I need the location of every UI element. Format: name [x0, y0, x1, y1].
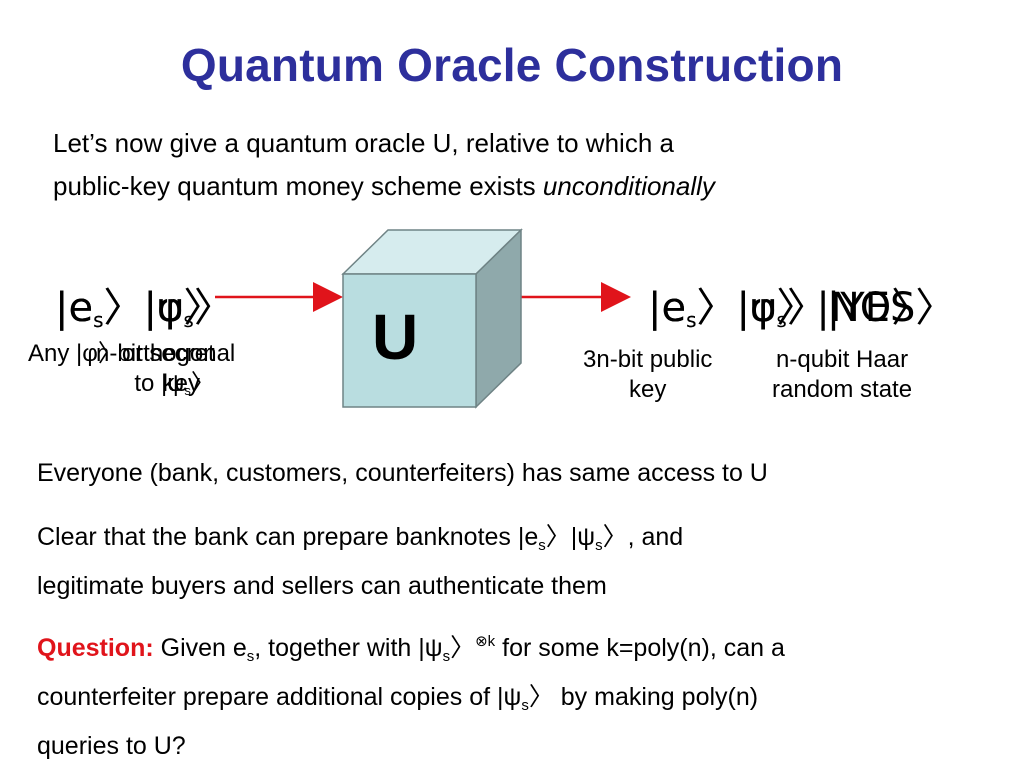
- intro-line-1: Let’s now give a quantum oracle U, relat…: [53, 128, 674, 158]
- text: 〉 by making poly(n): [528, 683, 759, 711]
- caption-line: 3n-bit public: [583, 346, 713, 373]
- ket-text: 〉|YES〉: [786, 285, 956, 331]
- caption-text: to |ψ: [134, 370, 185, 397]
- question-line-1: Question: Given es, together with |ψs〉⊗k…: [37, 622, 997, 677]
- ket-text: |e: [55, 285, 94, 331]
- input-ket: |es〉|ψs〉 |es〉|φ〉: [55, 275, 234, 333]
- output-ket: |es〉|ψs〉|YES〉 |es〉|φ〉|NO〉: [648, 275, 955, 333]
- ket-text: 〉|ψ: [103, 285, 184, 331]
- intro-line-2-text: public-key quantum money scheme exists: [53, 171, 543, 201]
- text: , together with |ψ: [254, 634, 443, 662]
- sub: s: [442, 648, 451, 665]
- ket-sub: s: [93, 308, 104, 332]
- text: for some k=poly(n), can a: [495, 634, 785, 662]
- text: 〉, and: [602, 523, 684, 551]
- output-caption-public-key: 3n-bit public key: [583, 345, 712, 405]
- ket-text: |e: [55, 285, 94, 331]
- caption-line: random state: [772, 376, 913, 403]
- slide-title: Quantum Oracle Construction: [180, 39, 844, 91]
- ket-text: 〉: [193, 285, 234, 331]
- question-label: Question:: [37, 634, 154, 662]
- input-caption-orthogonal: Any |φ〉orthogonal to |ψs〉: [28, 339, 235, 406]
- text: counterfeiter prepare additional copies …: [37, 683, 522, 711]
- ket-text: 〉|ψ: [696, 285, 777, 331]
- ket-text: 〉|φ〉|NO〉: [696, 285, 932, 331]
- ket-sub: s: [686, 308, 697, 332]
- ket-text: |e: [648, 285, 687, 331]
- caption-sub: s: [184, 383, 191, 398]
- ket-text: 〉|φ: [103, 285, 184, 331]
- output-ket-a: |es〉|ψs〉|YES〉: [648, 285, 956, 332]
- text: Clear that the bank can prepare banknote…: [37, 523, 539, 551]
- output-caption-haar-state: n-qubit Haar random state: [772, 345, 912, 405]
- input-ket-a: |es〉|ψs〉: [55, 285, 234, 332]
- sub: s: [538, 537, 546, 554]
- text: Given e: [153, 634, 247, 662]
- caption-text: 〉: [190, 370, 215, 397]
- ket-sub: s: [183, 308, 194, 332]
- caption-line: n-qubit Haar: [776, 346, 909, 373]
- paragraph-bank: Clear that the bank can prepare banknote…: [37, 517, 997, 606]
- question-line-2: counterfeiter prepare additional copies …: [37, 677, 997, 726]
- ket-text: 〉: [183, 285, 224, 331]
- sub: s: [595, 537, 603, 554]
- sup: ⊗k: [475, 633, 496, 650]
- ket-sub: s: [93, 308, 104, 332]
- sub: s: [246, 648, 255, 665]
- input-ket-b: |es〉|φ〉: [55, 275, 223, 333]
- intro-text: Let’s now give a quantum oracle U, relat…: [53, 122, 953, 208]
- paragraph-bank-line-2: legitimate buyers and sellers can authen…: [37, 572, 607, 600]
- paragraph-access: Everyone (bank, customers, counterfeiter…: [37, 459, 768, 487]
- paragraph-bank-line-1: Clear that the bank can prepare banknote…: [37, 517, 997, 566]
- input-caption-secret-key: n-bit secret key: [96, 339, 215, 399]
- caption-line: Any |φ〉orthogonal: [28, 340, 236, 367]
- ket-sub: s: [776, 308, 787, 332]
- cube-front-face: [342, 273, 477, 408]
- output-ket-b: |es〉|φ〉|NO〉: [648, 275, 931, 333]
- sub: s: [521, 697, 529, 714]
- caption-line: key: [629, 376, 667, 403]
- intro-emphasis: unconditionally: [542, 171, 715, 201]
- caption-line: key: [162, 370, 201, 397]
- caption-line: to |ψs〉: [28, 369, 235, 406]
- paragraph-question: Question: Given es, together with |ψs〉⊗k…: [37, 622, 997, 766]
- ket-text: |e: [648, 285, 687, 331]
- question-line-3: queries to U?: [37, 732, 186, 760]
- oracle-label: U: [372, 301, 419, 373]
- caption-line: n-bit secret: [96, 340, 215, 367]
- text: 〉|ψ: [545, 523, 596, 551]
- text: 〉: [450, 634, 476, 662]
- intro-line-2: public-key quantum money scheme exists u…: [53, 165, 953, 208]
- ket-sub: s: [686, 308, 697, 332]
